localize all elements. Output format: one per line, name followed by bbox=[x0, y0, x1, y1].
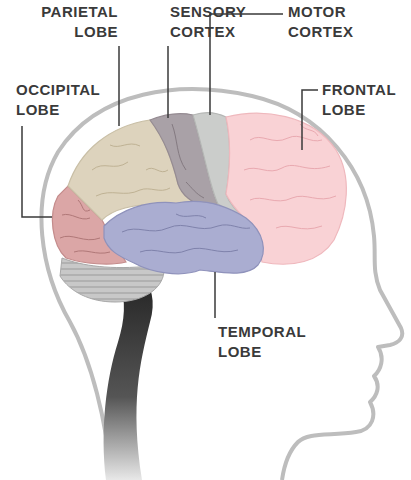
leader-line bbox=[167, 46, 169, 118]
leader-line bbox=[118, 46, 120, 126]
leader-line bbox=[22, 126, 52, 217]
part-label: PARIETAL LOBE bbox=[22, 2, 118, 42]
parietal-gyri bbox=[92, 144, 170, 196]
part-label: TEMPORAL LOBE bbox=[218, 322, 318, 362]
part-label: OCCIPITAL LOBE bbox=[16, 80, 112, 120]
part-label: SENSORY CORTEX bbox=[170, 2, 256, 42]
head-outline bbox=[41, 89, 402, 480]
frontal-gyri bbox=[244, 124, 336, 229]
brain-stem bbox=[104, 272, 153, 480]
temporal-lobe bbox=[104, 201, 263, 273]
leader-line bbox=[214, 272, 216, 318]
leader-lines bbox=[22, 14, 318, 318]
leader-line bbox=[302, 90, 318, 150]
part-label: FRONTAL LOBE bbox=[322, 80, 406, 120]
temporal-gyri bbox=[122, 214, 250, 253]
part-label: MOTOR CORTEX bbox=[288, 2, 362, 42]
